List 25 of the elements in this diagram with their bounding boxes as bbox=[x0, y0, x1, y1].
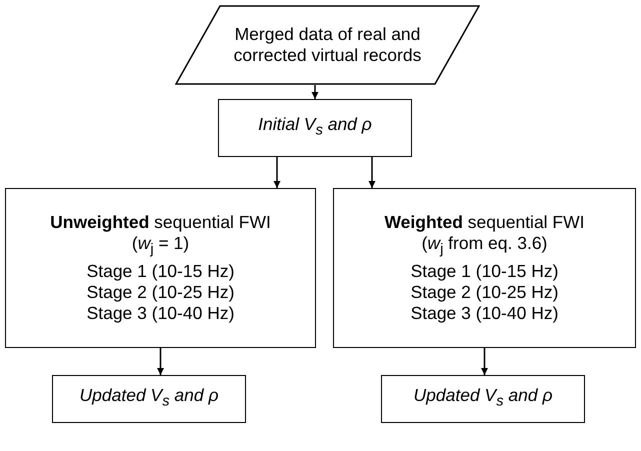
body-text: Stage 2 (10-25 Hz) bbox=[410, 282, 558, 303]
arrow bbox=[157, 348, 164, 375]
body-text: Stage 2 (10-25 Hz) bbox=[86, 282, 234, 303]
body-text: (w$_{j}$ from eq. 3.6) bbox=[422, 233, 548, 260]
body-text: Stage 3 (10-40 Hz) bbox=[410, 302, 558, 324]
body-text: Stage 3 (10-40 Hz) bbox=[86, 302, 234, 324]
value-box bbox=[52, 375, 246, 423]
label-text: Initial V$_{s}$ and ρ bbox=[258, 114, 372, 141]
body-text: Stage 1 (10-15 Hz) bbox=[410, 260, 558, 282]
data-parallelogram bbox=[175, 5, 480, 85]
label-text: Updated V$_{s}$ and ρ bbox=[80, 385, 218, 412]
arrow bbox=[274, 157, 280, 188]
arrow bbox=[312, 85, 318, 99]
body-text: Stage 1 (10-15 Hz) bbox=[86, 260, 234, 282]
value-box bbox=[381, 375, 585, 423]
label-text: Merged data of real and corrected virtual records bbox=[232, 24, 422, 66]
process-box bbox=[5, 188, 316, 348]
body-text: (w$_{j}$ = 1) bbox=[132, 233, 190, 260]
arrow bbox=[481, 348, 488, 375]
heading-text: Weighted sequential FWI bbox=[384, 212, 584, 234]
arrow bbox=[368, 157, 376, 188]
process-box bbox=[333, 188, 636, 348]
heading-text: Unweighted sequential FWI bbox=[50, 212, 271, 234]
label-text: Updated V$_{s}$ and ρ bbox=[414, 385, 552, 412]
value-box bbox=[218, 99, 412, 157]
